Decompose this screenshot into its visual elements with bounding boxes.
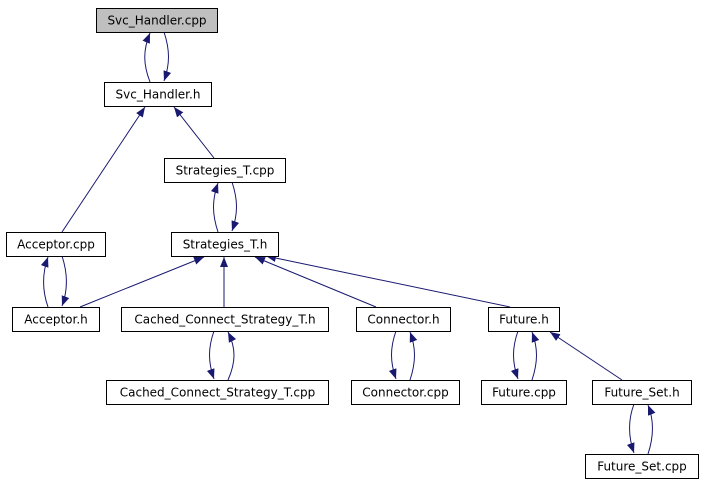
edge-future-set-cpp-to-future-set-h xyxy=(647,404,656,455)
node-box[interactable] xyxy=(488,307,560,332)
edge-connector-h-to-strategies-t-h xyxy=(254,256,377,308)
edge-future-set-h-to-future-set-cpp xyxy=(626,403,635,454)
node-box[interactable] xyxy=(164,158,286,183)
node-label: Connector.cpp xyxy=(362,386,448,400)
node-box[interactable] xyxy=(106,380,329,405)
edge-future-h-to-strategies-t-h xyxy=(265,254,511,308)
node-box[interactable] xyxy=(481,380,567,405)
node-connector-h[interactable]: Connector.h xyxy=(356,307,451,332)
node-label: Svc_Handler.h xyxy=(116,88,201,102)
edge-future-cpp-to-future-h xyxy=(531,331,540,381)
node-cached-connect-strategy-t-cpp[interactable]: Cached_Connect_Strategy_T.cpp xyxy=(106,380,329,405)
node-label: Future_Set.cpp xyxy=(597,460,687,474)
node-cached-connect-strategy-t-h[interactable]: Cached_Connect_Strategy_T.h xyxy=(121,307,329,332)
node-box[interactable] xyxy=(6,232,106,257)
edge-acceptor-h-to-strategies-t-h xyxy=(79,256,205,308)
node-strategies-t-h[interactable]: Strategies_T.h xyxy=(171,232,279,257)
edges-layer xyxy=(40,31,656,455)
edge-cached-connect-strategy-t-h-to-cached-connect-strategy-t-cpp xyxy=(206,330,215,380)
node-future-set-cpp[interactable]: Future_Set.cpp xyxy=(585,454,699,479)
edge-svc-handler-h-to-svc-handler-cpp xyxy=(142,32,151,83)
node-label: Strategies_T.cpp xyxy=(176,164,275,178)
node-label: Cached_Connect_Strategy_T.h xyxy=(134,313,315,327)
node-acceptor-h[interactable]: Acceptor.h xyxy=(12,307,100,332)
node-label: Future_Set.h xyxy=(604,386,679,400)
edge-connector-cpp-to-connector-h xyxy=(409,331,418,381)
edge-connector-h-to-connector-cpp xyxy=(388,330,397,380)
node-box[interactable] xyxy=(104,82,212,107)
node-label: Acceptor.h xyxy=(24,313,88,327)
node-box[interactable] xyxy=(585,454,699,479)
edge-svc-handler-cpp-to-svc-handler-h xyxy=(163,31,172,82)
node-svc-handler-h[interactable]: Svc_Handler.h xyxy=(104,82,212,107)
node-future-set-h[interactable]: Future_Set.h xyxy=(592,380,692,405)
edge-acceptor-cpp-to-acceptor-h xyxy=(61,255,70,307)
node-label: Future.cpp xyxy=(492,386,556,400)
node-strategies-t-cpp[interactable]: Strategies_T.cpp xyxy=(164,158,286,183)
edge-future-h-to-future-cpp xyxy=(510,330,519,380)
node-label: Future.h xyxy=(499,313,549,327)
node-label: Connector.h xyxy=(367,313,439,327)
edge-acceptor-cpp-to-svc-handler-h xyxy=(61,106,146,233)
edge-future-set-h-to-future-h xyxy=(549,331,623,381)
node-box[interactable] xyxy=(12,307,100,332)
node-future-h[interactable]: Future.h xyxy=(488,307,560,332)
edge-strategies-t-h-to-strategies-t-cpp xyxy=(210,182,219,233)
edge-strategies-t-cpp-to-svc-handler-h xyxy=(173,106,215,159)
edge-cached-connect-strategy-t-cpp-to-cached-connect-strategy-t-h xyxy=(227,331,237,381)
node-label: Svc_Handler.cpp xyxy=(107,14,206,28)
node-label: Acceptor.cpp xyxy=(17,238,95,252)
node-svc-handler-cpp[interactable]: Svc_Handler.cpp xyxy=(96,8,218,33)
edge-strategies-t-cpp-to-strategies-t-h xyxy=(231,181,240,232)
node-box[interactable] xyxy=(351,380,460,405)
node-future-cpp[interactable]: Future.cpp xyxy=(481,380,567,405)
node-label: Strategies_T.h xyxy=(183,238,268,252)
node-box[interactable] xyxy=(171,232,279,257)
edge-acceptor-h-to-acceptor-cpp xyxy=(40,256,49,308)
node-box[interactable] xyxy=(96,8,218,33)
node-box[interactable] xyxy=(592,380,692,405)
node-connector-cpp[interactable]: Connector.cpp xyxy=(351,380,460,405)
node-acceptor-cpp[interactable]: Acceptor.cpp xyxy=(6,232,106,257)
node-box[interactable] xyxy=(356,307,451,332)
node-box[interactable] xyxy=(121,307,329,332)
node-label: Cached_Connect_Strategy_T.cpp xyxy=(120,386,316,400)
nodes-layer: Svc_Handler.cppSvc_Handler.hStrategies_T… xyxy=(6,8,699,479)
